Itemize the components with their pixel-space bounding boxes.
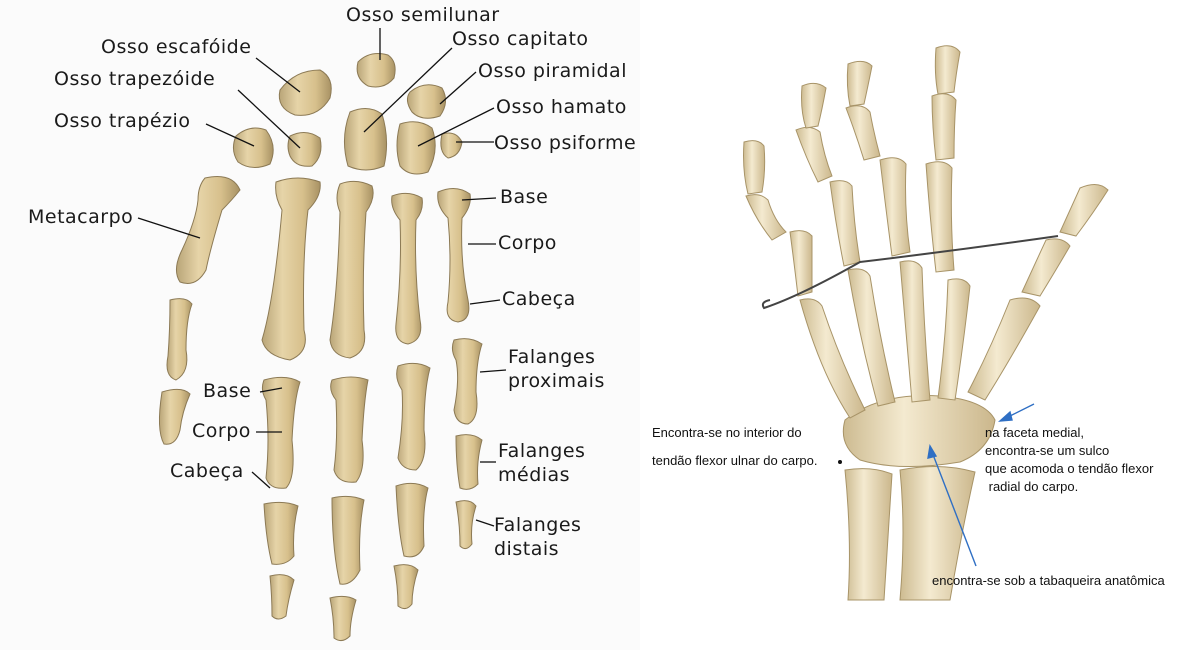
- hand-little-proximal: [789, 230, 813, 297]
- distal-phalanges: [269, 500, 477, 642]
- metacarpal-2: [261, 177, 321, 361]
- hand-little-middle: [745, 194, 787, 241]
- label-hamate: Osso hamato: [496, 96, 627, 118]
- hamate-bone: [396, 121, 436, 175]
- proximal-phalanx-2: [261, 376, 301, 489]
- metacarpal-1: [176, 176, 241, 284]
- note-trapezium-line-4: radial do carpo.: [985, 479, 1079, 494]
- metacarpal-5: [437, 188, 471, 323]
- proximal-phalanx-5: [451, 338, 483, 425]
- label-scaphoid: Osso escafóide: [101, 36, 252, 58]
- label-capitate: Osso capitato: [452, 28, 589, 50]
- label-metacarpal-body: Corpo: [498, 232, 557, 254]
- distal-phalanx-4: [393, 564, 419, 610]
- annotation-arrows: [927, 403, 1035, 567]
- hand-metacarpal-1: [967, 297, 1041, 401]
- hand-index-distal: [934, 45, 961, 95]
- mount-wire: [761, 235, 1059, 310]
- note-trapezium-line-3: que acomoda o tendão flexor: [985, 461, 1154, 476]
- label-trapezium: Osso trapézio: [54, 110, 191, 132]
- middle-phalanx-3: [331, 495, 365, 585]
- proximal-phalanx-1: [166, 298, 193, 381]
- label-trapezoid: Osso trapezóide: [54, 68, 216, 90]
- label-phalanx-base: Base: [203, 380, 252, 402]
- label-metacarpal-base: Base: [500, 186, 549, 208]
- proximal-phalanges: [166, 298, 483, 489]
- hand-middle-distal: [846, 60, 873, 107]
- annotation-dots: [838, 460, 842, 464]
- triquetrum-bone: [406, 84, 446, 119]
- metacarpal-bones: [176, 176, 471, 361]
- hand-middle-proximal: [879, 157, 911, 257]
- label-metacarpal: Metacarpo: [28, 206, 134, 228]
- metacarpal-4: [391, 192, 423, 345]
- label-pisiform: Osso psiforme: [494, 132, 637, 154]
- hand-thumb-distal: [1059, 184, 1109, 237]
- distal-phalanx-3: [329, 595, 357, 642]
- label-phalanx-body: Corpo: [192, 420, 251, 442]
- middle-phalanx-4: [395, 482, 429, 558]
- label-middle-phalanges-1: Falanges: [498, 440, 586, 462]
- label-lunate: Osso semilunar: [346, 4, 500, 26]
- label-metacarpal-head: Cabeça: [502, 288, 576, 310]
- skeleton-hand: [743, 45, 1109, 601]
- hand-middle-middle: [845, 105, 881, 161]
- note-pisiform-line-1: Encontra-se no interior do: [652, 425, 802, 440]
- hand-metacarpal-4: [847, 268, 896, 407]
- carpal-bones: [232, 53, 463, 175]
- hand-little-distal: [743, 140, 766, 195]
- hand-metacarpal-2: [937, 278, 971, 401]
- label-middle-phalanges-2: médias: [498, 464, 571, 486]
- ulna-bone: [844, 468, 893, 601]
- capitate-bone: [344, 108, 388, 171]
- middle-phalanges: [158, 388, 483, 585]
- hand-ring-distal: [801, 82, 827, 129]
- hand-thumb-proximal: [1021, 238, 1071, 297]
- hand-ring-middle: [795, 126, 833, 183]
- metacarpal-3: [329, 180, 374, 359]
- proximal-phalanx-4: [396, 362, 431, 471]
- trapezoid-bone: [287, 132, 322, 167]
- label-proximal-phalanges-2: proximais: [508, 370, 605, 392]
- label-triquetrum: Osso piramidal: [478, 60, 627, 82]
- distal-phalanx-1: [158, 388, 191, 445]
- middle-phalanx-2: [263, 501, 299, 565]
- distal-phalanx-2: [269, 574, 295, 620]
- note-pisiform-line-2: tendão flexor ulnar do carpo.: [652, 453, 818, 468]
- trapezium-bone: [232, 127, 274, 168]
- hand-metacarpal-5: [799, 298, 866, 419]
- note-trapezium-line-1: na faceta medial,: [985, 425, 1085, 440]
- distal-phalanx-5: [455, 500, 477, 550]
- hand-index-middle: [931, 93, 957, 161]
- lunate-bone: [356, 53, 396, 88]
- hand-metacarpal-3: [899, 260, 931, 403]
- carpus-block: [842, 395, 996, 468]
- note-trapezium-line-2: encontra-se um sulco: [985, 443, 1110, 458]
- middle-phalanx-5: [455, 434, 483, 490]
- scaphoid-bone: [278, 69, 332, 116]
- exploded-hand-bones-figure: [0, 0, 660, 650]
- hand-index-proximal: [925, 161, 955, 273]
- hand-ring-proximal: [829, 180, 861, 267]
- label-phalanx-head: Cabeça: [170, 460, 244, 482]
- pisiform-bone: [440, 132, 463, 159]
- note-scaphoid: encontra-se sob a tabaqueira anatômica: [932, 573, 1165, 588]
- label-distal-phalanges-2: distais: [494, 538, 560, 560]
- radius-bone: [899, 465, 976, 601]
- label-proximal-phalanges-1: Falanges: [508, 346, 596, 368]
- left-leader-lines: [137, 28, 507, 527]
- proximal-phalanx-3: [330, 376, 369, 483]
- label-distal-phalanges-1: Falanges: [494, 514, 582, 536]
